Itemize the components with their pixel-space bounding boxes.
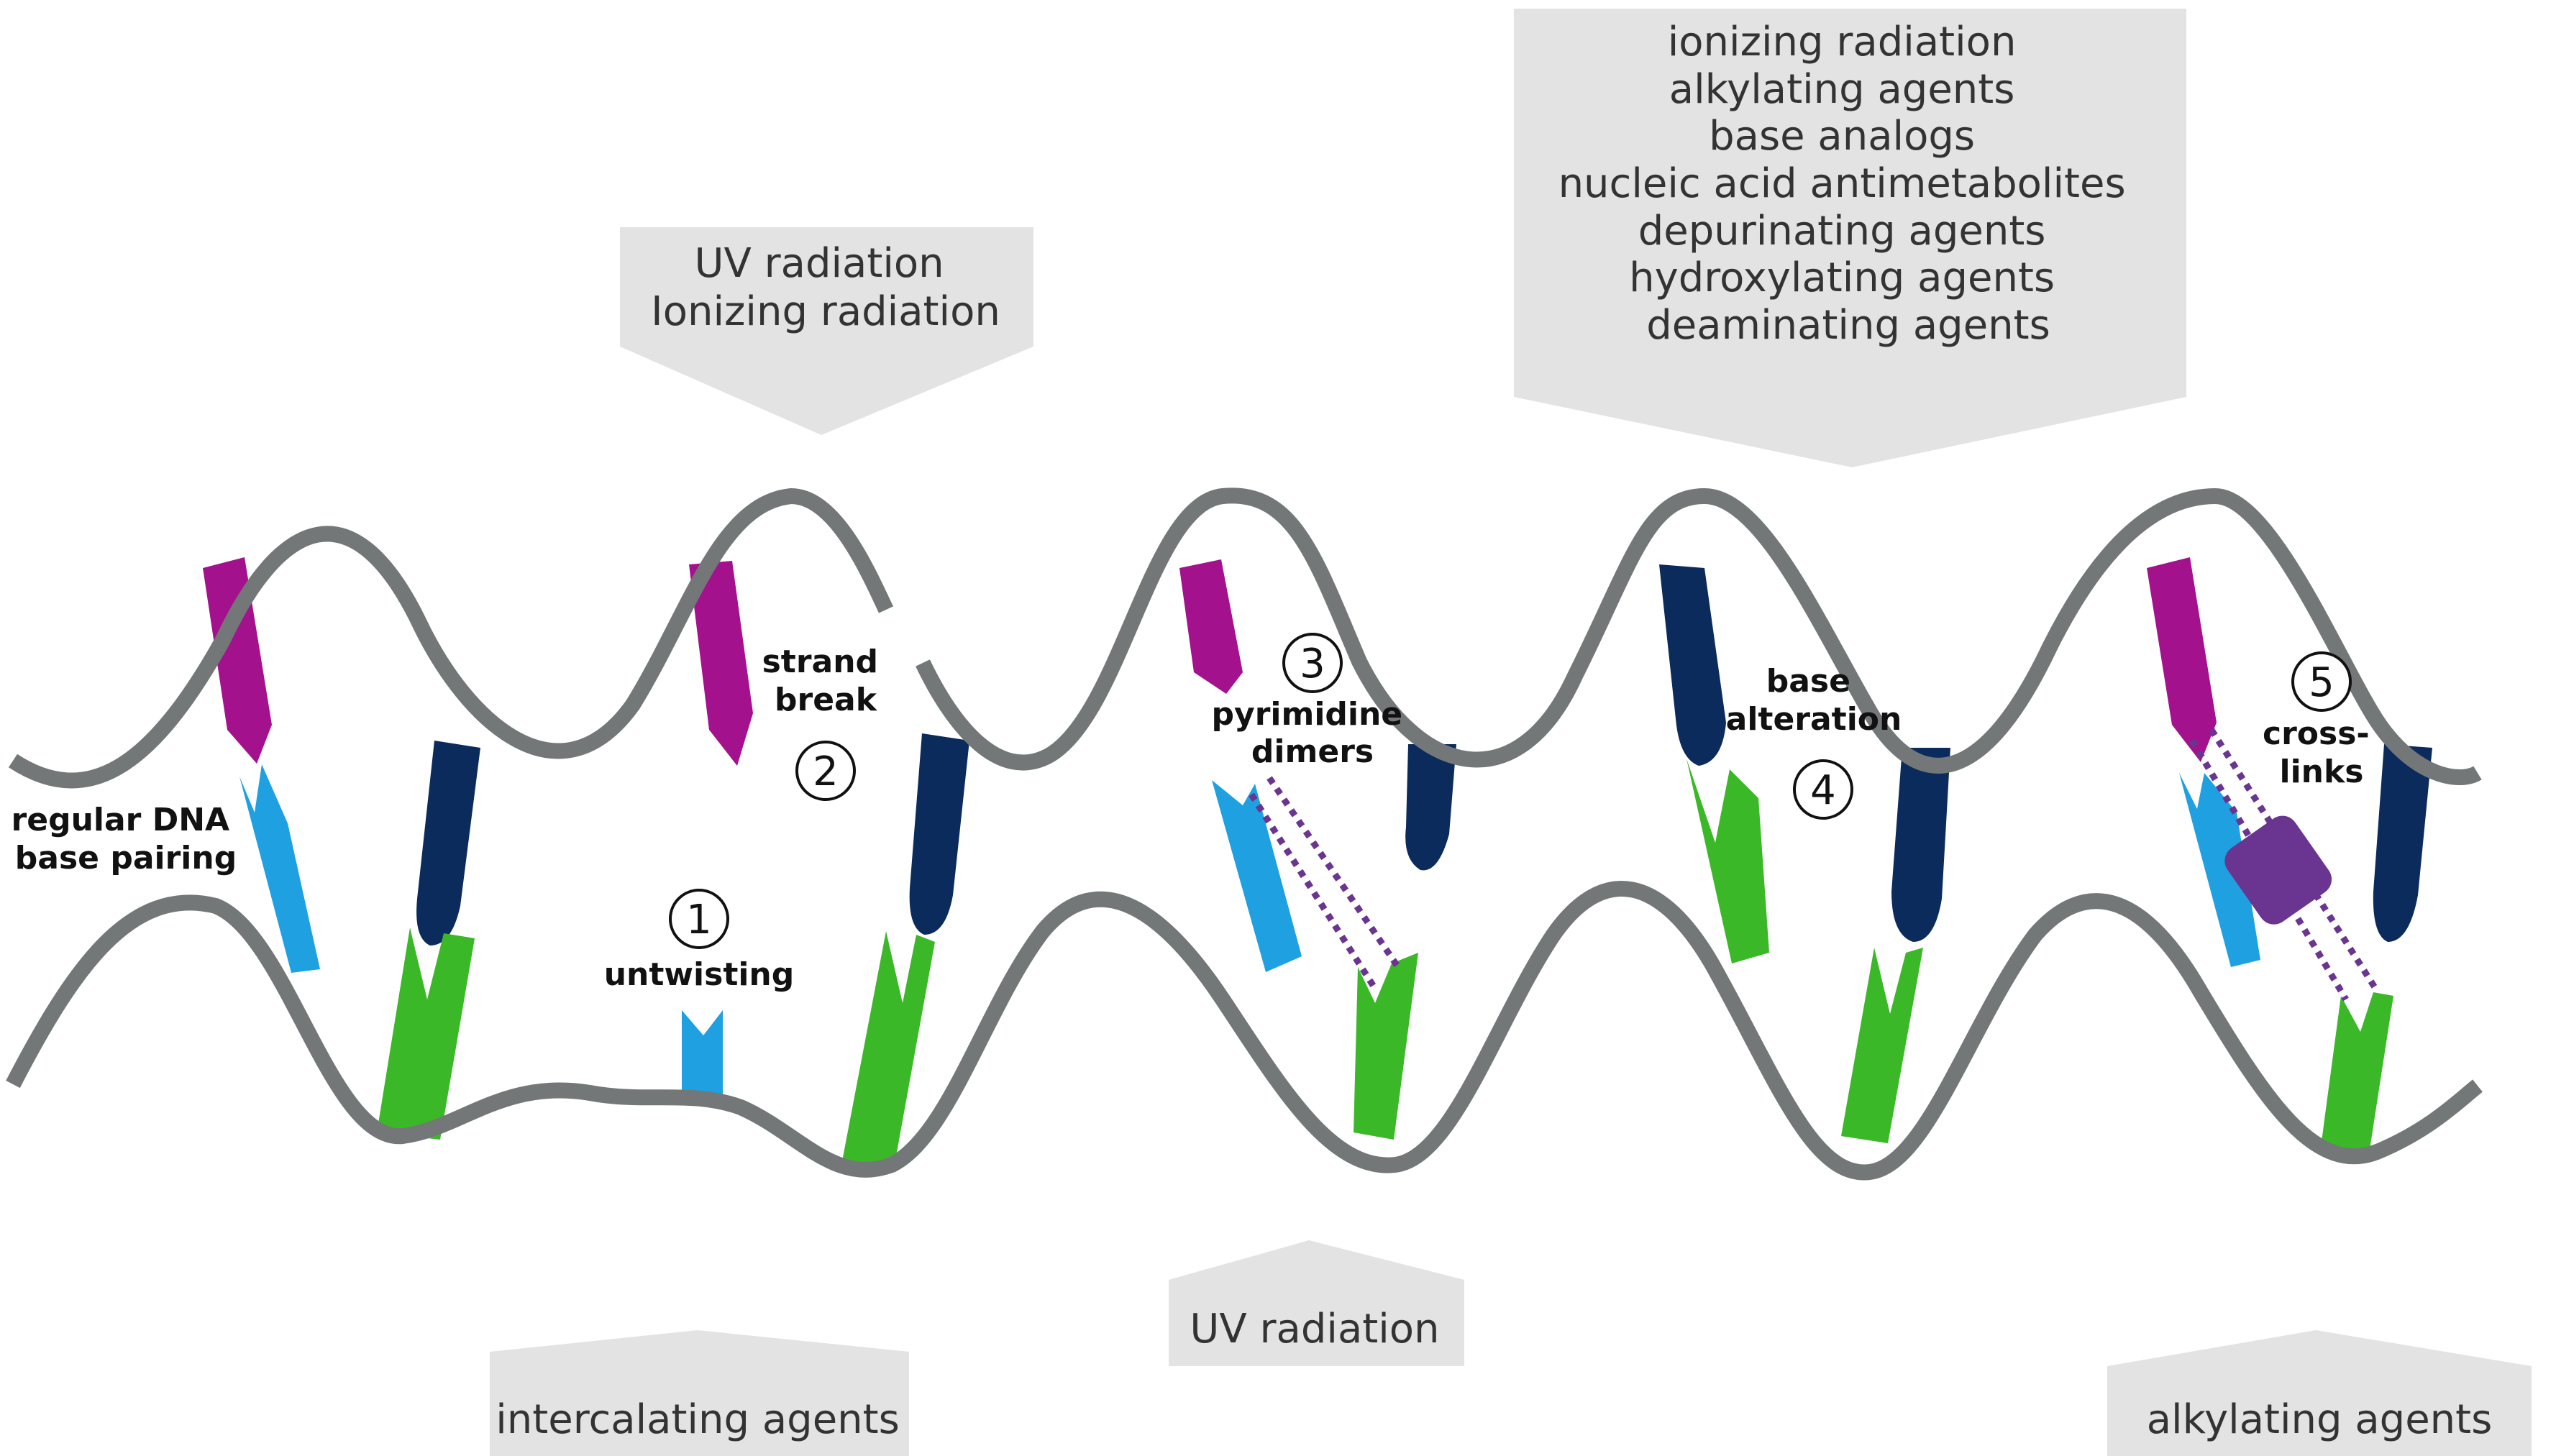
callout-bottom-left-text: intercalating agents xyxy=(496,1396,900,1443)
callout-top-left-text: UV radiation Ionizing radiation xyxy=(651,240,1000,335)
base-navy-6 xyxy=(2373,744,2432,942)
base-magenta-4 xyxy=(2147,557,2217,762)
label-strand-break: strand break xyxy=(762,644,890,718)
base-green-5 xyxy=(1841,948,1923,1143)
base-cyan-untwist xyxy=(682,1010,723,1100)
callout-top-right-line-4: nucleic acid antimetabolites xyxy=(1558,160,2126,207)
dna-strand-top-right xyxy=(916,487,2482,785)
base-navy-2 xyxy=(909,733,969,935)
dna-strand-top-left xyxy=(8,487,893,789)
callout-top-right-line-1: ionizing radiation xyxy=(1668,19,2017,65)
callout-top-right-text: ionizing radiation alkylating agents bas… xyxy=(1558,19,2139,349)
number-5: 5 xyxy=(2309,659,2334,706)
label-cross-links-line-2: links xyxy=(2280,754,2364,790)
base-green-6 xyxy=(2321,992,2393,1154)
label-cross-links-line-1: cross- xyxy=(2263,715,2370,752)
label-cross-links: cross- links xyxy=(2263,715,2381,790)
callout-bottom-middle-text: UV radiation xyxy=(1190,1306,1439,1352)
callout-top-left-box xyxy=(620,227,1033,435)
callout-bottom-left-box xyxy=(490,1330,909,1456)
label-pyrimidine-line-1: pyrimidine xyxy=(1212,696,1403,733)
callout-top-right-line-2: alkylating agents xyxy=(1669,66,2015,113)
base-green-1 xyxy=(377,928,475,1140)
label-strand-break-line-1: strand xyxy=(762,644,878,680)
number-badge-3: 3 xyxy=(1282,633,1343,693)
label-strand-break-line-2: break xyxy=(775,682,878,718)
label-pyrimidine-dimers: pyrimidine dimers xyxy=(1212,696,1414,770)
dna-strand-bottom xyxy=(6,881,2483,1181)
number-4: 4 xyxy=(1810,767,1836,814)
callout-top-left-line-2: Ionizing radiation xyxy=(651,288,1000,335)
label-regular-base-pairing: regular DNA base pairing xyxy=(12,802,241,876)
base-cyan-4 xyxy=(2179,773,2260,967)
callout-top-right-line-3: base analogs xyxy=(1709,113,1975,160)
base-magenta-2 xyxy=(689,561,753,766)
callout-top-right-line-5: depurinating agents xyxy=(1638,208,2046,255)
callout-top-left-line-1: UV radiation xyxy=(695,240,944,287)
callout-bottom-right-box xyxy=(2107,1330,2532,1456)
label-regular-line-2: base pairing xyxy=(15,840,237,876)
base-navy-3 xyxy=(1405,744,1456,871)
number-1: 1 xyxy=(686,897,712,943)
base-magenta-3 xyxy=(1179,559,1243,694)
number-3: 3 xyxy=(1300,641,1325,687)
base-cyan-3 xyxy=(1212,780,1302,972)
callout-bottom-middle-box xyxy=(1169,1240,1464,1366)
base-green-2 xyxy=(841,931,935,1172)
crosslink-1 xyxy=(2189,738,2349,1002)
number-2: 2 xyxy=(813,748,839,795)
label-regular-line-1: regular DNA xyxy=(12,802,230,838)
label-pyrimidine-line-2: dimers xyxy=(1251,733,1374,770)
crosslink-agent xyxy=(2224,815,2332,925)
number-badge-5: 5 xyxy=(2291,651,2352,712)
number-badge-4: 4 xyxy=(1793,759,1853,820)
callout-top-right-line-7: deaminating agents xyxy=(1646,302,2050,349)
label-base-alteration: base alteration xyxy=(1726,663,1902,738)
base-navy-5 xyxy=(1891,748,1950,942)
number-badge-2: 2 xyxy=(795,741,856,801)
label-untwisting: untwisting xyxy=(604,956,795,993)
label-base-alteration-line-1: base xyxy=(1766,663,1850,700)
callout-top-right-box xyxy=(1514,9,2186,467)
base-navy-1 xyxy=(416,741,480,946)
callout-top-right-line-6: hydroxylating agents xyxy=(1629,255,2055,301)
callout-bottom-right-text: alkylating agents xyxy=(2147,1396,2493,1443)
base-cyan-1 xyxy=(239,764,320,973)
base-magenta-1 xyxy=(203,557,272,764)
label-base-alteration-line-2: alteration xyxy=(1726,701,1902,738)
base-navy-4 xyxy=(1659,564,1726,766)
number-badge-1: 1 xyxy=(669,889,729,949)
base-green-4 xyxy=(1686,759,1769,963)
base-green-3 xyxy=(1354,953,1418,1140)
